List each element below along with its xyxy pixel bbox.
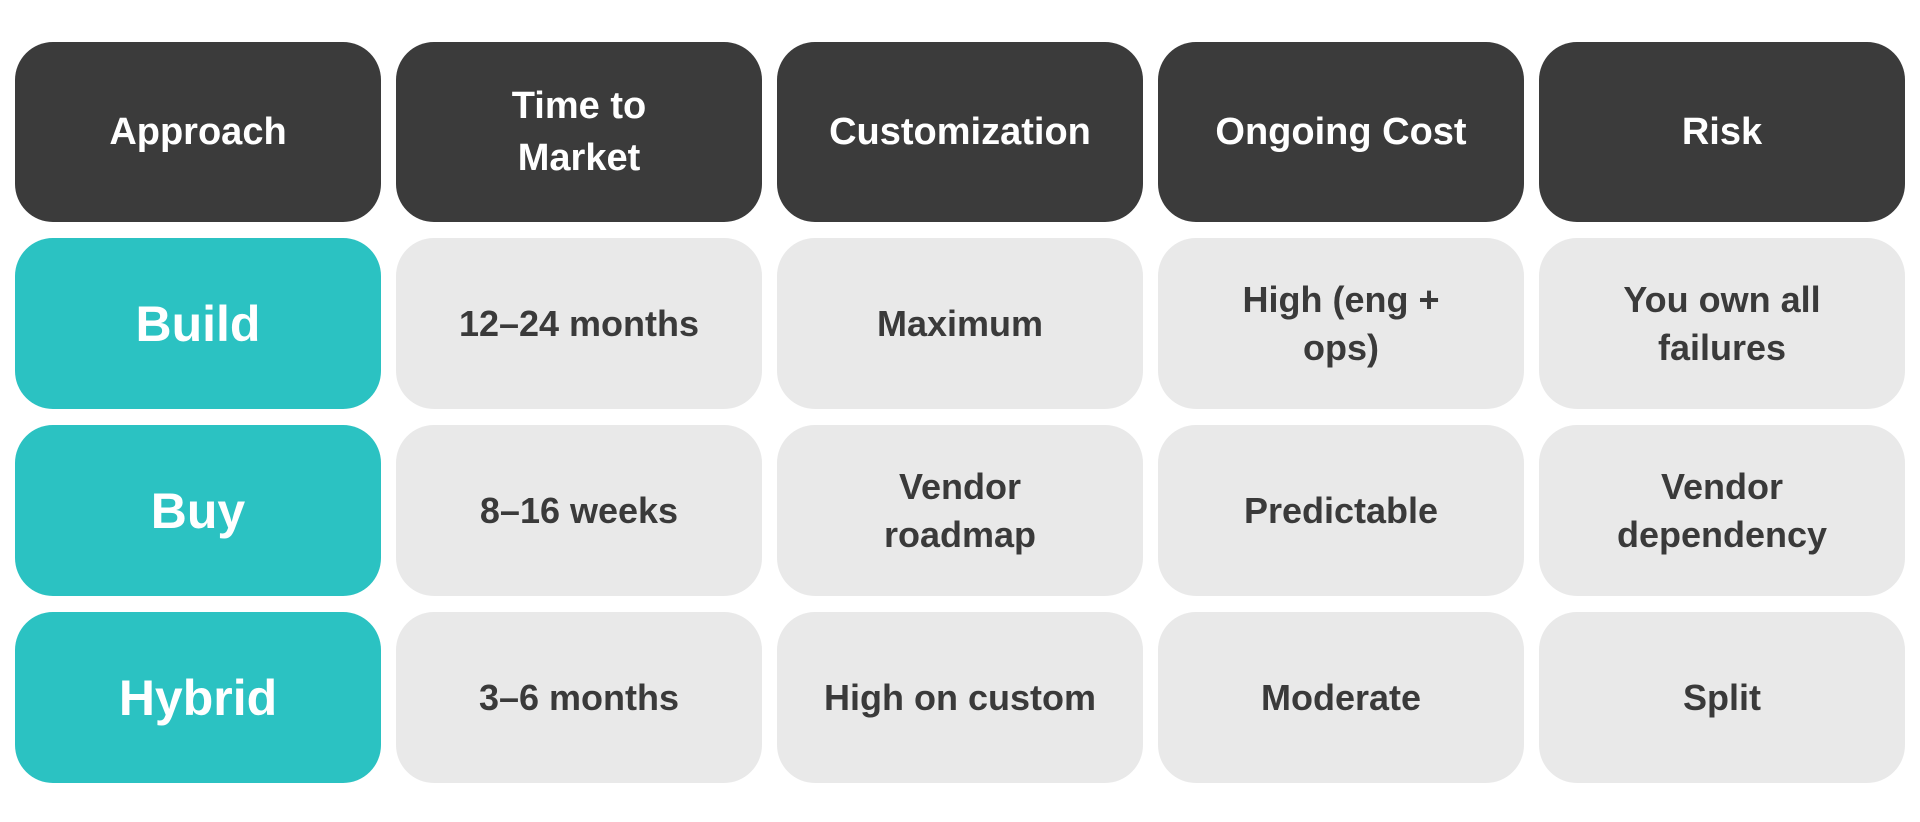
approach-build: Build (15, 238, 381, 409)
cell-buy-time: 8–16 weeks (396, 425, 762, 596)
approach-label: Buy (150, 482, 246, 539)
cell-text: 3–6 months (478, 676, 680, 718)
header-label: Customization (829, 111, 1091, 153)
cell-build-cost: High (eng + ops) (1158, 238, 1524, 409)
cell-buy-cost: Predictable (1158, 425, 1524, 596)
cell-hybrid-risk: Split (1539, 612, 1905, 783)
header-approach: Approach (15, 42, 381, 222)
header-customization: Customization (777, 42, 1143, 222)
cell-text: 8–16 weeks (479, 489, 679, 531)
cell-hybrid-time: 3–6 months (396, 612, 762, 783)
cell-text: You own all failures (1623, 278, 1821, 368)
cell-hybrid-cost: Moderate (1158, 612, 1524, 783)
cell-text: Predictable (1243, 489, 1439, 531)
cell-text: Vendor dependency (1616, 465, 1828, 555)
cell-text: High on custom (824, 676, 1096, 718)
approach-hybrid: Hybrid (15, 612, 381, 783)
cell-text: High (eng + ops) (1242, 278, 1440, 368)
cell-build-time: 12–24 months (396, 238, 762, 409)
cell-buy-risk: Vendor dependency (1539, 425, 1905, 596)
cell-text: Moderate (1260, 676, 1422, 718)
header-label: Approach (109, 111, 287, 153)
approach-label: Build (135, 295, 261, 352)
cell-buy-customization: Vendor roadmap (777, 425, 1143, 596)
header-label: Time to Market (511, 85, 647, 179)
cell-text: Vendor roadmap (883, 465, 1037, 555)
cell-build-customization: Maximum (777, 238, 1143, 409)
header-label: Ongoing Cost (1215, 111, 1467, 153)
header-ongoing-cost: Ongoing Cost (1158, 42, 1524, 222)
comparison-table: Approach Time to Market Customization On… (15, 42, 1905, 783)
approach-label: Hybrid (118, 669, 278, 726)
cell-build-risk: You own all failures (1539, 238, 1905, 409)
header-risk: Risk (1539, 42, 1905, 222)
cell-hybrid-customization: High on custom (777, 612, 1143, 783)
header-time-to-market: Time to Market (396, 42, 762, 222)
cell-text: Maximum (876, 302, 1044, 344)
header-label: Risk (1681, 111, 1763, 153)
cell-text: Split (1683, 676, 1761, 718)
approach-buy: Buy (15, 425, 381, 596)
cell-text: 12–24 months (458, 302, 700, 344)
